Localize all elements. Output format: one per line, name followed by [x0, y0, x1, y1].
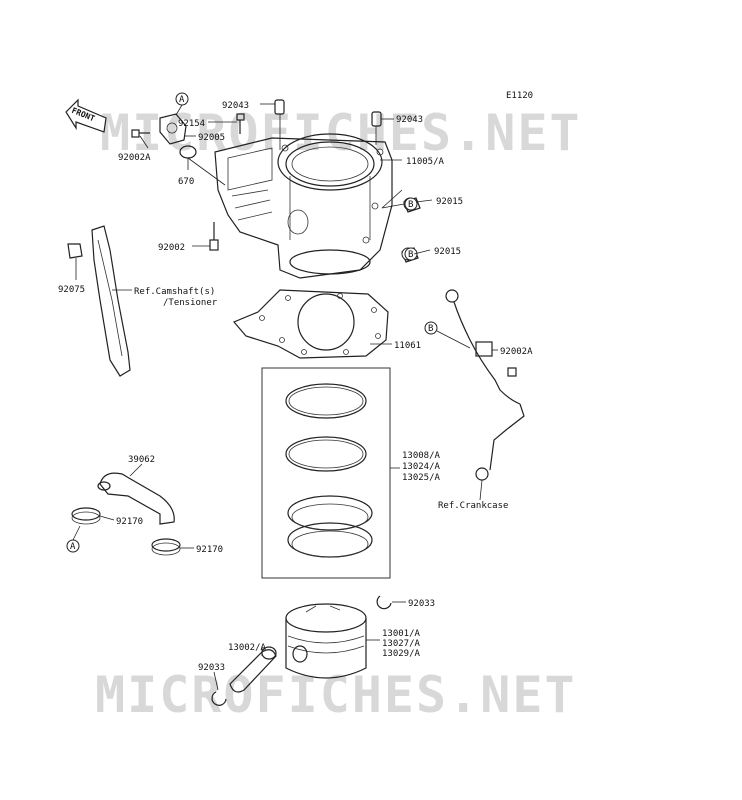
label-39062: 39062: [128, 455, 155, 465]
label-ref-tensioner: /Tensioner: [163, 298, 218, 308]
circlip-right: [376, 595, 392, 610]
label-92170-bottom: 92170: [196, 545, 223, 555]
label-92154: 92154: [178, 119, 205, 129]
label-11005A: 11005/A: [406, 157, 445, 167]
label-92033-right: 92033: [408, 599, 435, 609]
label-92043-left: 92043: [222, 101, 249, 111]
marker-a-bottom: A: [66, 525, 81, 553]
hose-clamp-top: [71, 507, 101, 525]
oil-pipe: [445, 289, 525, 481]
circlip-left: [211, 691, 227, 706]
head-gasket: [233, 289, 389, 359]
top-ring: [285, 383, 367, 419]
label-11061: 11061: [394, 341, 421, 351]
label-92002: 92002: [158, 243, 185, 253]
diagram-code: E1120: [506, 91, 533, 101]
piston-ring-set-box: [261, 367, 391, 579]
svg-text:A: A: [70, 542, 76, 552]
label-92043-right: 92043: [396, 115, 423, 125]
label-92002A-right: 92002A: [500, 347, 533, 357]
label-ref-camshaft: Ref.Camshaft(s): [134, 287, 215, 297]
chain-guide: [91, 225, 131, 377]
label-ref-crankcase: Ref.Crankcase: [438, 501, 508, 511]
label-13008A: 13008/A: [402, 451, 441, 461]
label-92005: 92005: [198, 133, 225, 143]
second-ring: [285, 436, 367, 472]
label-92075: 92075: [58, 285, 85, 295]
oil-ring: [287, 495, 373, 558]
piston: [285, 603, 367, 679]
dowel-pin-left: [274, 99, 285, 115]
marker-b-bottom: B: [404, 247, 418, 261]
svg-text:B: B: [428, 324, 433, 334]
label-13025A: 13025/A: [402, 473, 441, 483]
svg-text:B: B: [408, 250, 413, 260]
clip-92075: [67, 243, 83, 259]
label-92033-left: 92033: [198, 663, 225, 673]
label-13002A: 13002/A: [228, 643, 267, 653]
svg-text:A: A: [179, 95, 185, 105]
leader-lines: [75, 103, 498, 691]
marker-a-top: A: [175, 92, 189, 116]
label-92002A-left: 92002A: [118, 153, 151, 163]
bolt-92154: [236, 113, 245, 134]
marker-b-right: B: [424, 321, 471, 349]
label-92170-top: 92170: [116, 517, 143, 527]
label-92015-top: 92015: [436, 197, 463, 207]
bolt-92002: [209, 222, 219, 251]
fitting-92005: [159, 113, 197, 159]
cylinder-block: [214, 133, 393, 279]
label-13029A: 13029/A: [382, 649, 421, 659]
hose-clamp-bottom: [151, 538, 181, 556]
label-13027A: 13027/A: [382, 639, 421, 649]
label-92015-bottom: 92015: [434, 247, 461, 257]
bolt-92002A-left: [131, 129, 150, 138]
label-13001A: 13001/A: [382, 629, 421, 639]
svg-text:B: B: [408, 200, 413, 210]
breather-hose: [97, 472, 175, 525]
watermark-bottom: MICROFICHES.NET: [95, 666, 577, 724]
label-13024A: 13024/A: [402, 462, 441, 472]
marker-b-top: B: [404, 197, 418, 211]
label-670: 670: [178, 177, 194, 187]
